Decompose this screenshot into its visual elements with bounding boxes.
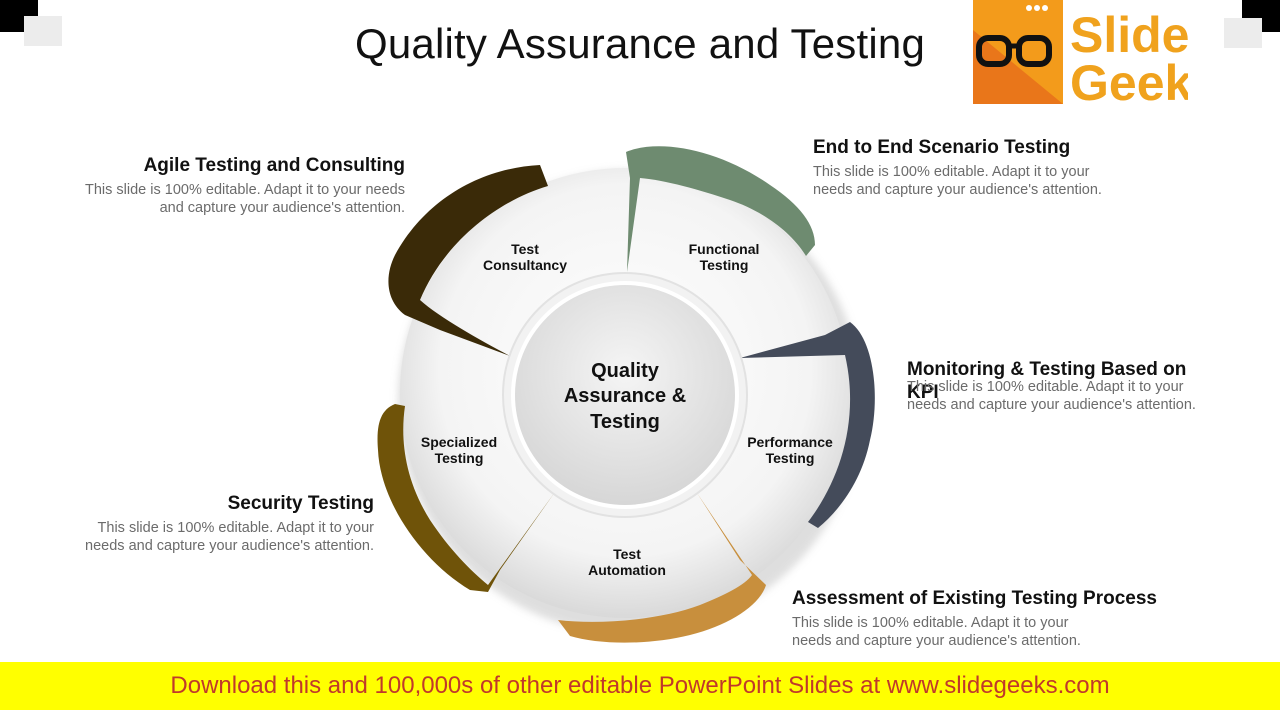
segment-label-functional-testing-1: Functional bbox=[689, 241, 760, 257]
block-text: This slide is 100% editable. Adapt it to… bbox=[792, 615, 1081, 649]
block-heading: Agile Testing and Consulting bbox=[143, 155, 405, 176]
center-label-line2: Assurance & bbox=[564, 385, 686, 407]
segment-label-test-consultancy-2: Consultancy bbox=[483, 257, 567, 273]
logo-text-line1: Slide bbox=[1070, 7, 1188, 63]
block-heading: Assessment of Existing Testing Process bbox=[792, 588, 1157, 609]
block-heading: Monitoring & Testing Based on KPI bbox=[907, 359, 1187, 403]
block-agile-testing: Agile Testing and Consulting This slide … bbox=[70, 154, 405, 217]
block-text: This slide is 100% editable. Adapt it to… bbox=[85, 520, 374, 554]
segment-label-functional-testing-2: Testing bbox=[700, 257, 749, 273]
segment-label-test-automation-1: Test bbox=[613, 546, 641, 562]
segment-label-specialized-testing-1: Specialized bbox=[421, 434, 497, 450]
segment-label-test-automation-2: Automation bbox=[588, 562, 666, 578]
segment-label-test-consultancy-1: Test bbox=[511, 241, 539, 257]
center-label-line1: Quality bbox=[591, 360, 660, 382]
block-text: This slide is 100% editable. Adapt it to… bbox=[85, 182, 405, 216]
segment-label-performance-testing-2: Testing bbox=[766, 450, 815, 466]
arm-performance-testing bbox=[740, 322, 875, 528]
banner-text[interactable]: Download this and 100,000s of other edit… bbox=[170, 672, 1110, 699]
page-title: Quality Assurance and Testing bbox=[354, 20, 926, 67]
arm-test-automation bbox=[558, 493, 766, 643]
glasses-icon bbox=[976, 5, 1052, 67]
block-text: This slide is 100% editable. Adapt it to… bbox=[907, 379, 1196, 413]
arm-specialized-testing bbox=[377, 404, 555, 592]
block-heading: Security Testing bbox=[227, 493, 374, 514]
download-banner[interactable]: Download this and 100,000s of other edit… bbox=[0, 662, 1280, 710]
segment-label-performance-testing-1: Performance bbox=[747, 434, 833, 450]
block-kpi-monitoring: Monitoring & Testing Based on KPI This s… bbox=[907, 358, 1202, 414]
center-hub bbox=[511, 281, 739, 509]
block-security-testing: Security Testing This slide is 100% edit… bbox=[70, 492, 374, 555]
block-heading: End to End Scenario Testing bbox=[813, 137, 1071, 158]
block-assessment: Assessment of Existing Testing Process T… bbox=[792, 587, 1172, 650]
arm-test-consultancy bbox=[388, 165, 548, 356]
segment-label-specialized-testing-2: Testing bbox=[435, 450, 484, 466]
block-end-to-end-testing: End to End Scenario Testing This slide i… bbox=[813, 136, 1113, 199]
center-label-line3: Testing bbox=[590, 411, 660, 433]
corner-square-top-left bbox=[24, 16, 62, 46]
arm-functional-testing bbox=[626, 146, 815, 272]
block-text: This slide is 100% editable. Adapt it to… bbox=[813, 164, 1102, 198]
corner-square-top-right bbox=[1224, 18, 1262, 48]
